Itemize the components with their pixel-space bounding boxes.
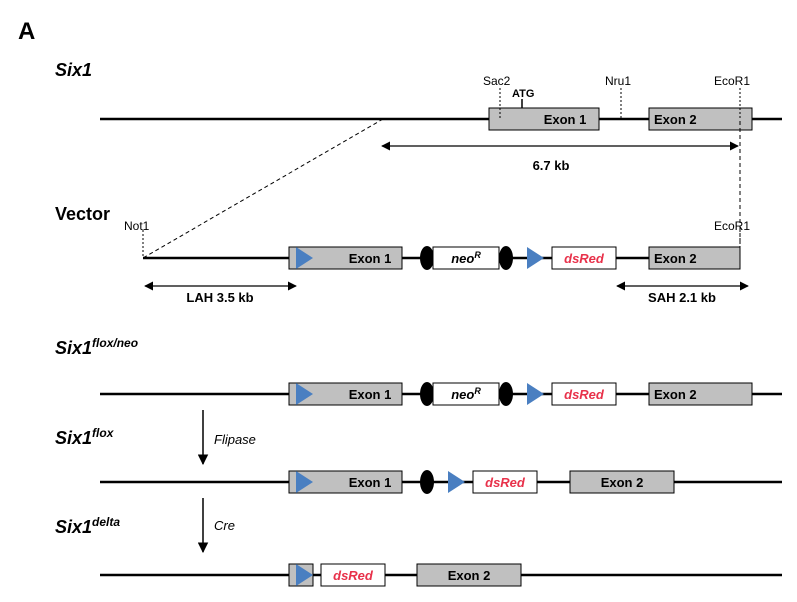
cre-label: Cre [214, 518, 235, 533]
wt-exon1-label: Exon 1 [544, 112, 587, 127]
wt-exon2-label: Exon 2 [654, 112, 697, 127]
panel-label: A [18, 18, 35, 45]
delta-exon2-box [416, 563, 522, 587]
vector-frt-ellipse-2 [499, 246, 513, 270]
flox-neo-neo-label: neoR [451, 386, 481, 402]
delta-dsred-box [320, 563, 386, 587]
flox-triangle-1 [296, 471, 313, 493]
flox-exon2-box [569, 470, 675, 494]
flox-allele-label: Six1flox [55, 426, 115, 448]
vector-exon2-label: Exon 2 [654, 251, 697, 266]
flox-neo-dsred-label: dsRed [564, 387, 605, 402]
vector-exon2-box [648, 246, 741, 270]
ecor1-vec-site-label: EcoR1 [714, 219, 750, 233]
delta-dsred-label: dsRed [333, 568, 374, 583]
vector-label: Vector [55, 204, 110, 224]
span-label: 6.7 kb [533, 158, 570, 173]
flox-neo-ellipse-1 [420, 382, 434, 406]
flox-ellipse [420, 470, 434, 494]
flox-neo-triangle-2 [527, 383, 544, 405]
delta-exon2-label: Exon 2 [448, 568, 491, 583]
flox-neo-allele-label: Six1flox/neo [55, 336, 138, 358]
wt-exon2-box [648, 107, 753, 131]
flipase-label: Flipase [214, 432, 256, 447]
ecor1-wt-site-label: EcoR1 [714, 74, 750, 88]
flox-exon1-label: Exon 1 [349, 475, 392, 490]
not1-site-label: Not1 [124, 219, 150, 233]
flox-exon1-box [288, 470, 403, 494]
flox-triangle-2 [448, 471, 465, 493]
vector-neo-label: neoR [451, 250, 481, 266]
vector-dsred-box [551, 246, 617, 270]
nru1-site-label: Nru1 [605, 74, 631, 88]
flox-neo-exon1-box [288, 382, 403, 406]
sac2-site-label: Sac2 [483, 74, 511, 88]
sah-label: SAH 2.1 kb [648, 290, 716, 305]
lah-label: LAH 3.5 kb [186, 290, 253, 305]
flox-dsred-label: dsRed [485, 475, 526, 490]
vector-frt-ellipse-1 [420, 246, 434, 270]
flox-neo-exon1-label: Exon 1 [349, 387, 392, 402]
delta-allele-label: Six1delta [55, 515, 120, 537]
vector-exon1-label: Exon 1 [349, 251, 392, 266]
flox-neo-exon2-box [648, 382, 753, 406]
vector-dsred-label: dsRed [564, 251, 605, 266]
flox-neo-dsred-box [551, 382, 617, 406]
flox-exon2-label: Exon 2 [601, 475, 644, 490]
homology-guide-left [142, 118, 384, 259]
flox-neo-ellipse-2 [499, 382, 513, 406]
wt-allele-label: Six1 [55, 60, 92, 80]
wt-exon1-box [488, 107, 600, 131]
vector-frt-loxp-triangle-2 [527, 247, 544, 269]
flox-dsred-box [472, 470, 538, 494]
delta-triangle [296, 564, 313, 586]
flox-neo-exon2-label: Exon 2 [654, 387, 697, 402]
flox-neo-triangle-1 [296, 383, 313, 405]
vector-frt-loxp-triangle-1 [296, 247, 313, 269]
vector-exon1-box [288, 246, 403, 270]
atg-label: ATG [512, 88, 534, 100]
